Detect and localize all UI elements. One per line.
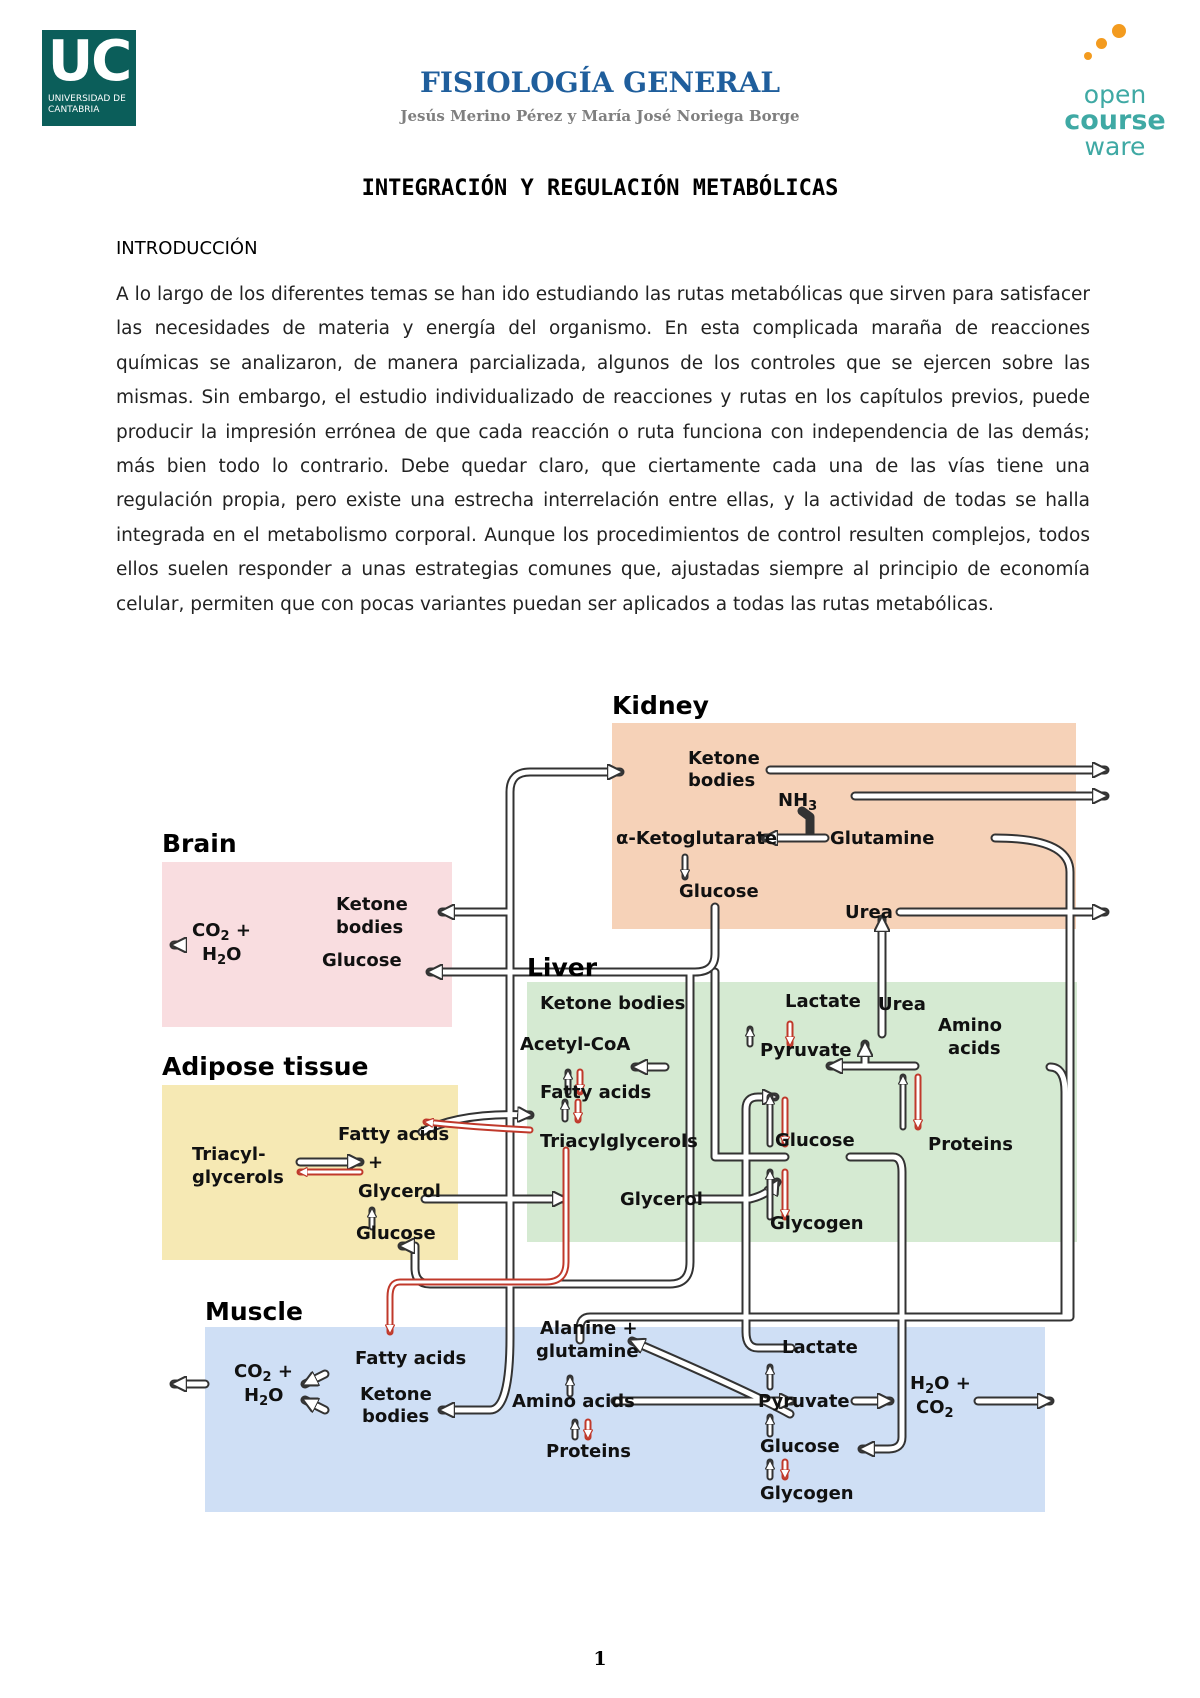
liver-title: Liver — [527, 953, 598, 982]
muscle-lactate-label: Lactate — [782, 1337, 858, 1358]
adipose-fatty-acids-label: Fatty acids — [338, 1124, 449, 1145]
logo-word-open: open — [1083, 80, 1147, 109]
adipose-glycerol-label: Glycerol — [358, 1181, 441, 1202]
kidney-glucose-label: Glucose — [679, 881, 759, 902]
course-authors: Jesús Merino Pérez y María José Noriega … — [400, 107, 800, 125]
diagram-canvas: Kidney Brain Adipose tissue Liver Muscle… — [162, 691, 1110, 1512]
brain-glucose-label: Glucose — [322, 950, 402, 971]
liver-amino-label: Amino — [938, 1015, 1002, 1036]
university-logo-mark: UC — [47, 29, 133, 94]
liver-region — [527, 982, 1077, 1242]
liver-lactate-label: Lactate — [785, 991, 861, 1012]
muscle-co2-label: CO2 + — [234, 1361, 293, 1385]
intro-paragraph: A lo largo de los diferentes temas se ha… — [116, 284, 1090, 615]
section-heading: INTRODUCCIÓN — [116, 238, 258, 259]
liver-fatty-acids-label: Fatty acids — [540, 1082, 651, 1103]
brain-h2o-label: H2O — [202, 944, 241, 968]
document-title: INTEGRACIÓN Y REGULACIÓN METABÓLICAS — [361, 176, 839, 201]
kidney-bodies-label: bodies — [688, 770, 755, 791]
liver-glucose-label: Glucose — [775, 1130, 855, 1151]
adipose-glycerols-label: glycerols — [192, 1167, 284, 1188]
liver-proteins-label: Proteins — [928, 1134, 1013, 1155]
brain-ketone-label: Ketone — [336, 894, 408, 915]
muscle-alanine-label: Alanine + — [540, 1318, 638, 1339]
page-header: UC UNIVERSIDAD DE CANTABRIA FISIOLOGÍA G… — [0, 0, 1200, 159]
muscle-title: Muscle — [205, 1297, 303, 1326]
adipose-glucose-label: Glucose — [356, 1223, 436, 1244]
liver-ketone-bodies-label: Ketone bodies — [540, 993, 685, 1014]
logo-dot-icon — [1112, 24, 1126, 38]
kidney-title: Kidney — [612, 691, 709, 720]
kidney-region — [612, 723, 1076, 929]
muscle-pyruvate-label: Pyruvate — [758, 1391, 850, 1412]
liver-acetyl-coa-label: Acetyl-CoA — [520, 1034, 630, 1055]
liver-glycerol-label: Glycerol — [620, 1189, 703, 1210]
logo-dot-icon — [1084, 52, 1092, 60]
brain-title: Brain — [162, 829, 237, 858]
kidney-urea-label: Urea — [845, 902, 893, 923]
adipose-plus-label: + — [368, 1152, 383, 1173]
liver-triacylglycerols-label: Triacylglycerols — [540, 1131, 698, 1152]
kidney-nh3-label: NH3 — [778, 790, 817, 814]
muscle-out-h2o-label: H2O + — [910, 1373, 971, 1397]
red-flow-arrows — [296, 1020, 918, 1481]
university-logo: UC UNIVERSIDAD DE CANTABRIA — [42, 30, 136, 126]
muscle-ketone-label: Ketone — [360, 1384, 432, 1405]
page-number: 1 — [593, 1648, 607, 1670]
liver-pyruvate-label: Pyruvate — [760, 1040, 852, 1061]
adipose-triacyl-label: Triacyl- — [192, 1144, 266, 1165]
liver-glycogen-label: Glycogen — [770, 1213, 864, 1234]
course-title: FISIOLOGÍA GENERAL — [419, 66, 781, 99]
brain-bodies-label: bodies — [336, 917, 403, 938]
kidney-ketoglutarate-label: α-Ketoglutarate — [616, 828, 777, 849]
muscle-glucose-label: Glucose — [760, 1436, 840, 1457]
logo-word-ware: ware — [1084, 132, 1146, 161]
adipose-title: Adipose tissue — [162, 1052, 368, 1081]
muscle-amino-acids-label: Amino acids — [512, 1391, 635, 1412]
muscle-out-co2-label: CO2 — [916, 1397, 954, 1421]
opencourseware-logo: open course ware — [1060, 24, 1170, 159]
logo-dot-icon — [1096, 38, 1107, 49]
brain-co2-label: CO2 + — [192, 920, 251, 944]
muscle-proteins-label: Proteins — [546, 1441, 631, 1462]
kidney-ketone-label: Ketone — [688, 748, 760, 769]
logo-word-course: course — [1064, 105, 1166, 136]
liver-acids-label: acids — [948, 1038, 1001, 1059]
kidney-glutamine-label: Glutamine — [830, 828, 934, 849]
brain-region — [162, 862, 452, 1027]
university-logo-subtitle: UNIVERSIDAD DE CANTABRIA — [48, 94, 126, 115]
muscle-h2o-label: H2O — [244, 1385, 283, 1409]
muscle-glutamine-label: glutamine — [536, 1341, 639, 1362]
muscle-fatty-acids-label: Fatty acids — [355, 1348, 466, 1369]
muscle-glycogen-label: Glycogen — [760, 1483, 854, 1504]
metabolic-integration-diagram: Kidney Brain Adipose tissue Liver Muscle… — [110, 672, 1110, 1542]
liver-urea-label: Urea — [878, 994, 926, 1015]
muscle-bodies-label: bodies — [362, 1406, 429, 1427]
